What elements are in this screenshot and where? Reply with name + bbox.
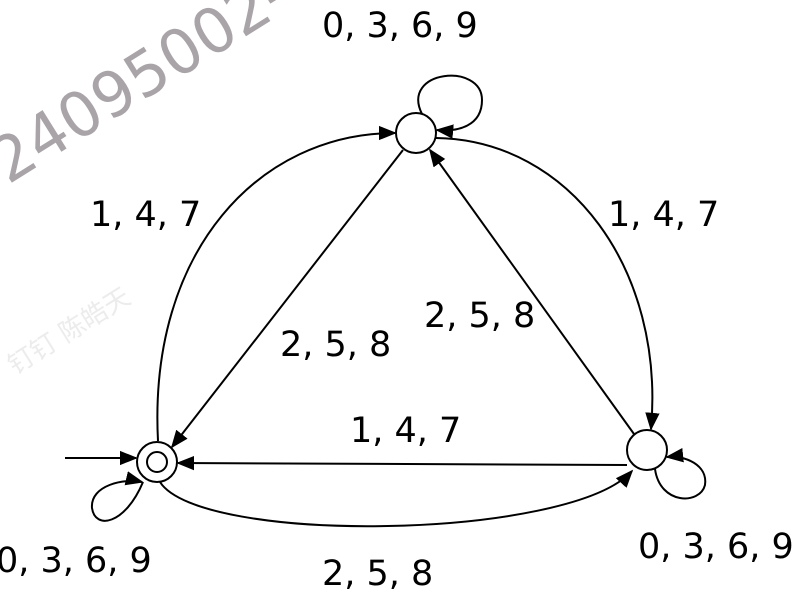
state-q1 bbox=[395, 112, 437, 154]
edge-q1-to-q0 bbox=[170, 149, 404, 449]
edge-q0-to-q2 bbox=[159, 469, 634, 528]
label-q0-to-q1: 1, 4, 7 bbox=[90, 195, 201, 235]
label-q0-self-loop: 0, 3, 6, 9 bbox=[0, 541, 152, 581]
edge-q2-to-q0 bbox=[176, 455, 628, 471]
state-q0-accepting bbox=[136, 441, 178, 483]
watermark-id: 24095002— bbox=[0, 0, 336, 198]
watermark-name: 钉钉 陈皓天 bbox=[3, 282, 136, 381]
label-q2-to-q1: 2, 5, 8 bbox=[424, 296, 535, 336]
label-q1-to-q2: 1, 4, 7 bbox=[608, 195, 719, 235]
edge-q1-to-q2 bbox=[435, 137, 660, 431]
edge-q1-self-loop bbox=[417, 74, 484, 139]
label-q1-self-loop: 0, 3, 6, 9 bbox=[322, 6, 478, 46]
label-q2-self-loop: 0, 3, 6, 9 bbox=[638, 527, 794, 567]
label-q1-to-q0: 2, 5, 8 bbox=[280, 325, 391, 365]
state-q2 bbox=[626, 429, 668, 471]
label-q0-to-q2: 2, 5, 8 bbox=[322, 554, 433, 594]
edge-q0-self-loop bbox=[90, 471, 144, 522]
edge-q2-to-q1 bbox=[428, 148, 635, 435]
edge-q0-to-q1 bbox=[156, 125, 397, 442]
edge-q2-self-loop bbox=[654, 448, 707, 500]
label-q2-to-q0: 1, 4, 7 bbox=[350, 411, 461, 451]
